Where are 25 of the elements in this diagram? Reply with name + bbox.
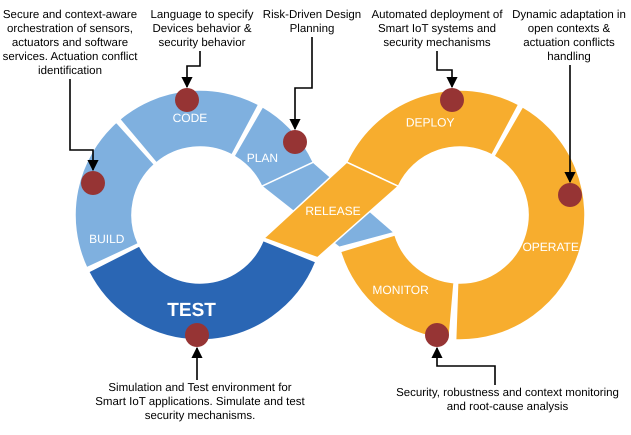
segment-label: PLAN — [246, 150, 278, 165]
leader-arrow — [191, 346, 203, 380]
loop-segment — [346, 89, 520, 187]
callout-text: Simulation and Test environment for Smart IoT applications. Simulate and test security mechanisms. — [95, 381, 305, 423]
loop-segment — [262, 161, 400, 259]
leader-arrow — [289, 37, 313, 130]
marker-dot — [185, 323, 209, 347]
segment-label: TEST — [167, 300, 216, 322]
segment-label: OPERATE — [522, 240, 579, 254]
segment-label: RELEASE — [305, 204, 361, 218]
loop-segment — [74, 121, 156, 269]
callout-text: Risk-Driven Design Planning — [262, 8, 362, 36]
leader-arrow — [69, 79, 99, 172]
leader-arrow — [436, 51, 458, 88]
segment-label: CODE — [172, 111, 208, 126]
segment-label: MONITOR — [372, 283, 429, 298]
callout-text: Security, robustness and context monitoring and root-cause analysis — [385, 386, 630, 414]
loop-segment — [340, 234, 455, 340]
marker-dot — [425, 323, 449, 347]
segment-label: DEPLOY — [406, 115, 455, 130]
leader-arrow — [431, 346, 496, 385]
leader-arrow — [181, 51, 201, 88]
leader-arrow — [564, 65, 576, 184]
segment-label: BUILD — [89, 232, 124, 246]
callout-text: Secure and context-aware orchestration of sensors, actuators and software services. Actuation conflict identification — [2, 8, 138, 78]
